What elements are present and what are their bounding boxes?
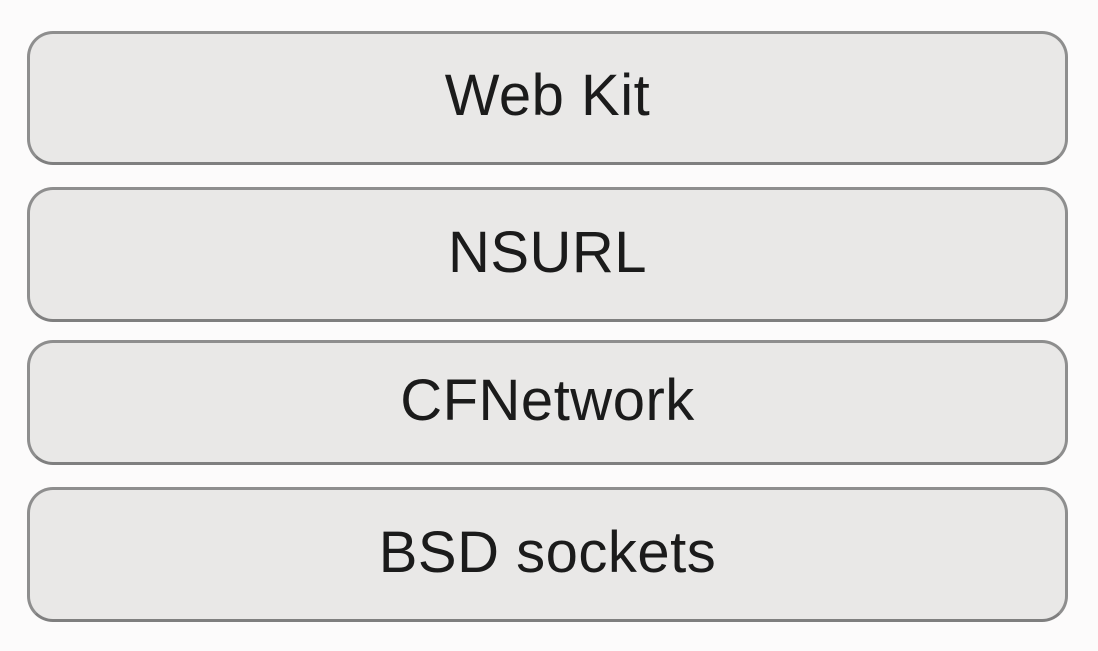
layer-label-nsurl: NSURL <box>447 219 648 285</box>
layer-box-webkit: Web Kit <box>27 31 1068 165</box>
layer-box-bsd-sockets: BSD sockets <box>27 487 1068 622</box>
layer-box-cfnetwork: CFNetwork <box>27 340 1068 465</box>
layer-label-bsd-sockets: BSD sockets <box>378 519 717 585</box>
layer-box-nsurl: NSURL <box>27 187 1068 322</box>
layer-label-cfnetwork: CFNetwork <box>400 367 695 433</box>
layer-label-webkit: Web Kit <box>444 63 651 128</box>
